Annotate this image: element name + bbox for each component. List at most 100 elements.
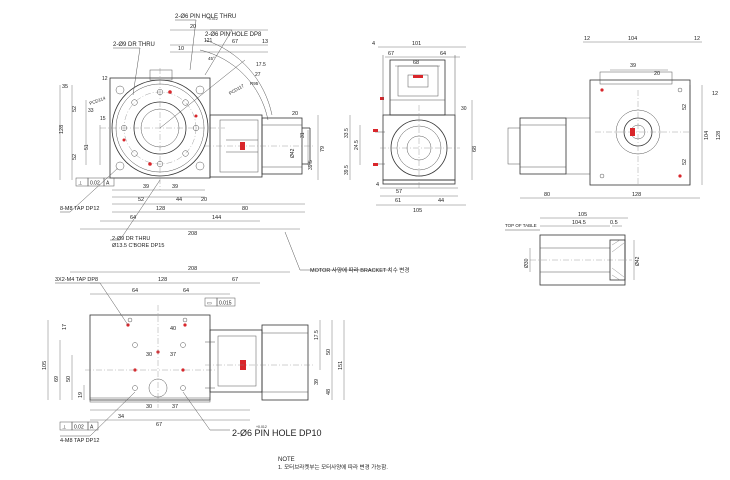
bottom-dim-37a: 37 xyxy=(170,352,176,358)
front-dim-44: 44 xyxy=(438,198,444,204)
note-line-1: 1. 모터브라켓부는 모터사양에 따라 변경 가능함. xyxy=(278,463,388,471)
bottom-dim-67b: 67 xyxy=(156,422,162,428)
bottom-dim-64a: 64 xyxy=(132,288,138,294)
top-tol-datum: A xyxy=(106,181,110,187)
dim-128b: 128 xyxy=(156,206,165,212)
bottom-dim-19: 19 xyxy=(78,392,84,398)
detail-title: TOP OF TABLE xyxy=(505,223,537,228)
bottom-dim-37b: 37 xyxy=(172,404,178,410)
callout-45deg: 45° xyxy=(208,56,215,61)
dim-31: 31 xyxy=(300,132,306,138)
bottom-dim-17: 17 xyxy=(62,324,68,330)
bottom-dim-64b: 64 xyxy=(183,288,189,294)
front-dim-105: 105 xyxy=(413,208,422,214)
callout-dr-thru-2: 2-Ø9 DR THRU xyxy=(112,236,150,242)
bottom-dim-17-5: 17.5 xyxy=(314,330,320,340)
bottom-dim-40: 40 xyxy=(170,326,176,332)
callout-tap-m8: 4-M8 TAP DP12 xyxy=(60,438,99,444)
front-dim-101: 101 xyxy=(412,41,421,47)
front-dim-68b: 68 xyxy=(472,146,478,152)
front-dim-4b: 4 xyxy=(376,182,379,188)
side-dim-80: 80 xyxy=(544,192,550,198)
detail-dim-105: 105 xyxy=(578,212,587,218)
bottom-dim-50: 50 xyxy=(66,376,72,382)
front-dim-61: 61 xyxy=(395,198,401,204)
detail-dim-phi30: Ø30 xyxy=(524,258,530,268)
bottom-dim-50b: 50 xyxy=(326,349,332,355)
bottom-tol-b-datum: A xyxy=(90,425,94,431)
dim-13: 13 xyxy=(262,39,268,45)
top-tol-symbol: ⊥ xyxy=(78,181,82,187)
dim-17-5: 17.5 xyxy=(256,62,266,68)
dim-44: 44 xyxy=(176,197,182,203)
dim-35: 35 xyxy=(62,84,68,90)
bottom-dim-30a: 30 xyxy=(146,352,152,358)
side-dim-128b: 128 xyxy=(632,192,641,198)
dim-208: 208 xyxy=(188,231,197,237)
detail-view: TOP OF TABLE 105 104.5 0.5 Ø30 Ø42 xyxy=(505,212,641,286)
dim-39b: 39 xyxy=(172,184,178,190)
side-dim-12b: 12 xyxy=(694,36,700,42)
notes: NOTE 1. 모터브라켓부는 모터사양에 따라 변경 가능함. xyxy=(278,457,388,471)
callout-pcd114: PCD114 xyxy=(89,95,107,106)
side-dim-104: 104 xyxy=(628,36,637,42)
front-dim-30: 30 xyxy=(461,106,467,112)
dim-20b: 20 xyxy=(201,197,207,203)
note-title: NOTE xyxy=(278,457,295,463)
side-dim-20: 20 xyxy=(654,71,660,77)
top-view: ⊥ 0.02 A 2-Ø6 PIN HOLE THRU 2-Ø6 PIN HOL… xyxy=(59,14,409,274)
bottom-dim-69: 69 xyxy=(54,376,60,382)
callout-pin-dp8: 2-Ø6 PIN HOLE DP8 xyxy=(205,32,262,38)
front-dim-4: 4 xyxy=(372,41,375,47)
dim-128: 128 xyxy=(59,125,65,134)
dim-33: 33 xyxy=(88,108,94,114)
bottom-tol-b-symbol: ⊥ xyxy=(62,425,66,431)
callout-cbore: Ø13.5 C'BORE DP15 xyxy=(112,243,164,249)
callout-pin-tol: +0.012 xyxy=(256,425,267,429)
front-dim-24-5: 24.5 xyxy=(354,140,360,150)
front-dim-33-5: 33.5 xyxy=(344,128,350,138)
bottom-dim-208: 208 xyxy=(188,266,197,272)
side-dim-104b: 104 xyxy=(704,131,710,140)
bottom-tol-a-value: 0.015 xyxy=(219,301,232,307)
dim-144: 144 xyxy=(212,215,221,221)
front-dim-57: 57 xyxy=(396,189,402,195)
bottom-dim-128: 128 xyxy=(158,277,167,283)
detail-dim-0-5: 0.5 xyxy=(610,220,618,226)
side-dim-12a: 12 xyxy=(584,36,590,42)
bottom-tol-b-value: 0.02 xyxy=(74,425,84,431)
dim-20c: 20 xyxy=(292,111,298,117)
dim-12: 12 xyxy=(102,76,108,82)
dim-121: 121 xyxy=(204,38,213,44)
bottom-dim-30b: 30 xyxy=(146,404,152,410)
bottom-dim-67: 67 xyxy=(232,277,238,283)
bottom-tol-a-symbol: ▭ xyxy=(207,301,212,307)
callout-tol-small: +0.012 xyxy=(207,17,218,21)
side-dim-39: 39 xyxy=(630,63,636,69)
dim-52c: 52 xyxy=(138,197,144,203)
dim-52: 52 xyxy=(72,154,78,160)
dim-20: 20 xyxy=(190,24,196,30)
dim-phi42: Ø42 xyxy=(290,148,296,158)
dim-79: 79 xyxy=(320,146,326,152)
detail-dim-phi42: Ø42 xyxy=(635,256,641,266)
front-dim-39-5: 39.5 xyxy=(344,165,350,175)
side-dim-12c: 12 xyxy=(712,91,718,97)
dim-15: 15 xyxy=(100,116,106,122)
dim-52b: 52 xyxy=(72,106,78,112)
motor-note: MOTOR 사양에 따라 BRACKET 치수 변경 xyxy=(310,266,409,274)
top-tol-value: 0.02 xyxy=(90,181,100,187)
front-view: 4 101 67 64 68 33.5 24.5 39.5 68 4 57 61… xyxy=(344,41,478,214)
callout-tap-dp12: 8-M8 TAP DP12 xyxy=(60,206,99,212)
bottom-dim-48: 48 xyxy=(326,389,332,395)
side-view: 12 104 12 39 20 52 104 128 52 12 80 128 xyxy=(507,36,722,199)
bottom-dim-105: 105 xyxy=(42,361,48,370)
bottom-dim-151: 151 xyxy=(338,361,344,370)
bottom-view: ▭ 0.015 ⊥ 0.02 A 3X2-M4 TAP DP8 4-M8 TAP… xyxy=(42,266,345,444)
dim-27: 27 xyxy=(255,72,261,78)
callout-pcd117: PCD117 xyxy=(228,83,245,96)
dim-67: 67 xyxy=(232,39,238,45)
callout-dr-thru: 2-Ø9 DR THRU xyxy=(113,42,155,48)
dim-80: 80 xyxy=(242,206,248,212)
